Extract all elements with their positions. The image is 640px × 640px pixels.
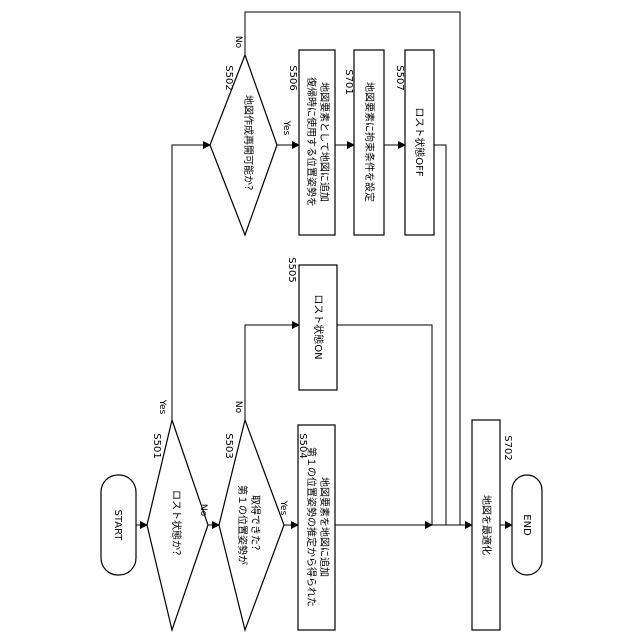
s502-no-label: No xyxy=(233,36,243,49)
s701-text: 地図要素に拘束条件を設定 xyxy=(363,82,376,202)
decision-s503: 第１の位置姿勢が 取得できた？ S503 xyxy=(219,420,284,630)
end-terminal: END xyxy=(512,475,542,575)
s506-step-id: S506 xyxy=(287,65,298,90)
process-s505: ロスト状態ON S505 xyxy=(286,257,337,390)
edge-s507-merge xyxy=(434,145,446,525)
s507-step-id: S507 xyxy=(394,65,405,90)
s503-text-line2: 取得できた？ xyxy=(249,495,261,555)
s505-text: ロスト状態ON xyxy=(312,294,325,359)
start-label: START xyxy=(112,510,123,542)
s502-yes-label: Yes xyxy=(281,120,291,136)
s506-text-line2: 地図要素として地図に追加 xyxy=(318,82,331,202)
s501-text: ロスト状態か？ xyxy=(170,490,183,560)
s502-text: 地図作成再開可能か？ xyxy=(242,95,255,195)
decision-s501: ロスト状態か？ S501 xyxy=(147,420,208,630)
edge-s505-merge xyxy=(337,325,432,525)
edge-s501-s502 xyxy=(172,145,210,420)
edge-s503-s505 xyxy=(245,325,299,420)
start-terminal: START xyxy=(101,475,136,575)
end-label: END xyxy=(521,514,532,536)
s503-step-id: S503 xyxy=(223,433,234,458)
s702-step-id: S702 xyxy=(502,435,513,460)
s501-step-id: S501 xyxy=(151,433,162,458)
s507-text: ロスト状態OFF xyxy=(413,107,426,177)
s702-text: 地図を最適化 xyxy=(480,495,493,555)
s503-text-line1: 第１の位置姿勢が xyxy=(236,485,249,565)
s506-text-line1: 復帰時に使用する位置姿勢を xyxy=(305,77,318,207)
s504-text-line2: 地図要素を地図に追加 xyxy=(318,477,331,577)
process-s506: 復帰時に使用する位置姿勢を 地図要素として地図に追加 S506 xyxy=(287,50,335,235)
s502-step-id: S502 xyxy=(223,65,234,90)
decision-s502: 地図作成再開可能か？ S502 xyxy=(210,55,277,235)
s503-no-label: No xyxy=(233,401,243,414)
s505-step-id: S505 xyxy=(286,257,297,282)
s501-no-label: No xyxy=(198,504,208,517)
s503-yes-label: Yes xyxy=(278,500,288,516)
process-s701: 地図要素に拘束条件を設定 S701 xyxy=(343,50,384,235)
s504-text-line1: 第１の位置姿勢の推定から得られた xyxy=(305,447,318,607)
s701-step-id: S701 xyxy=(343,69,354,94)
s504-step-id: S504 xyxy=(297,433,308,458)
process-s507: ロスト状態OFF S507 xyxy=(394,50,434,235)
s501-yes-label: Yes xyxy=(157,399,167,415)
process-s504: 第１の位置姿勢の推定から得られた 地図要素を地図に追加 S504 xyxy=(297,425,335,630)
